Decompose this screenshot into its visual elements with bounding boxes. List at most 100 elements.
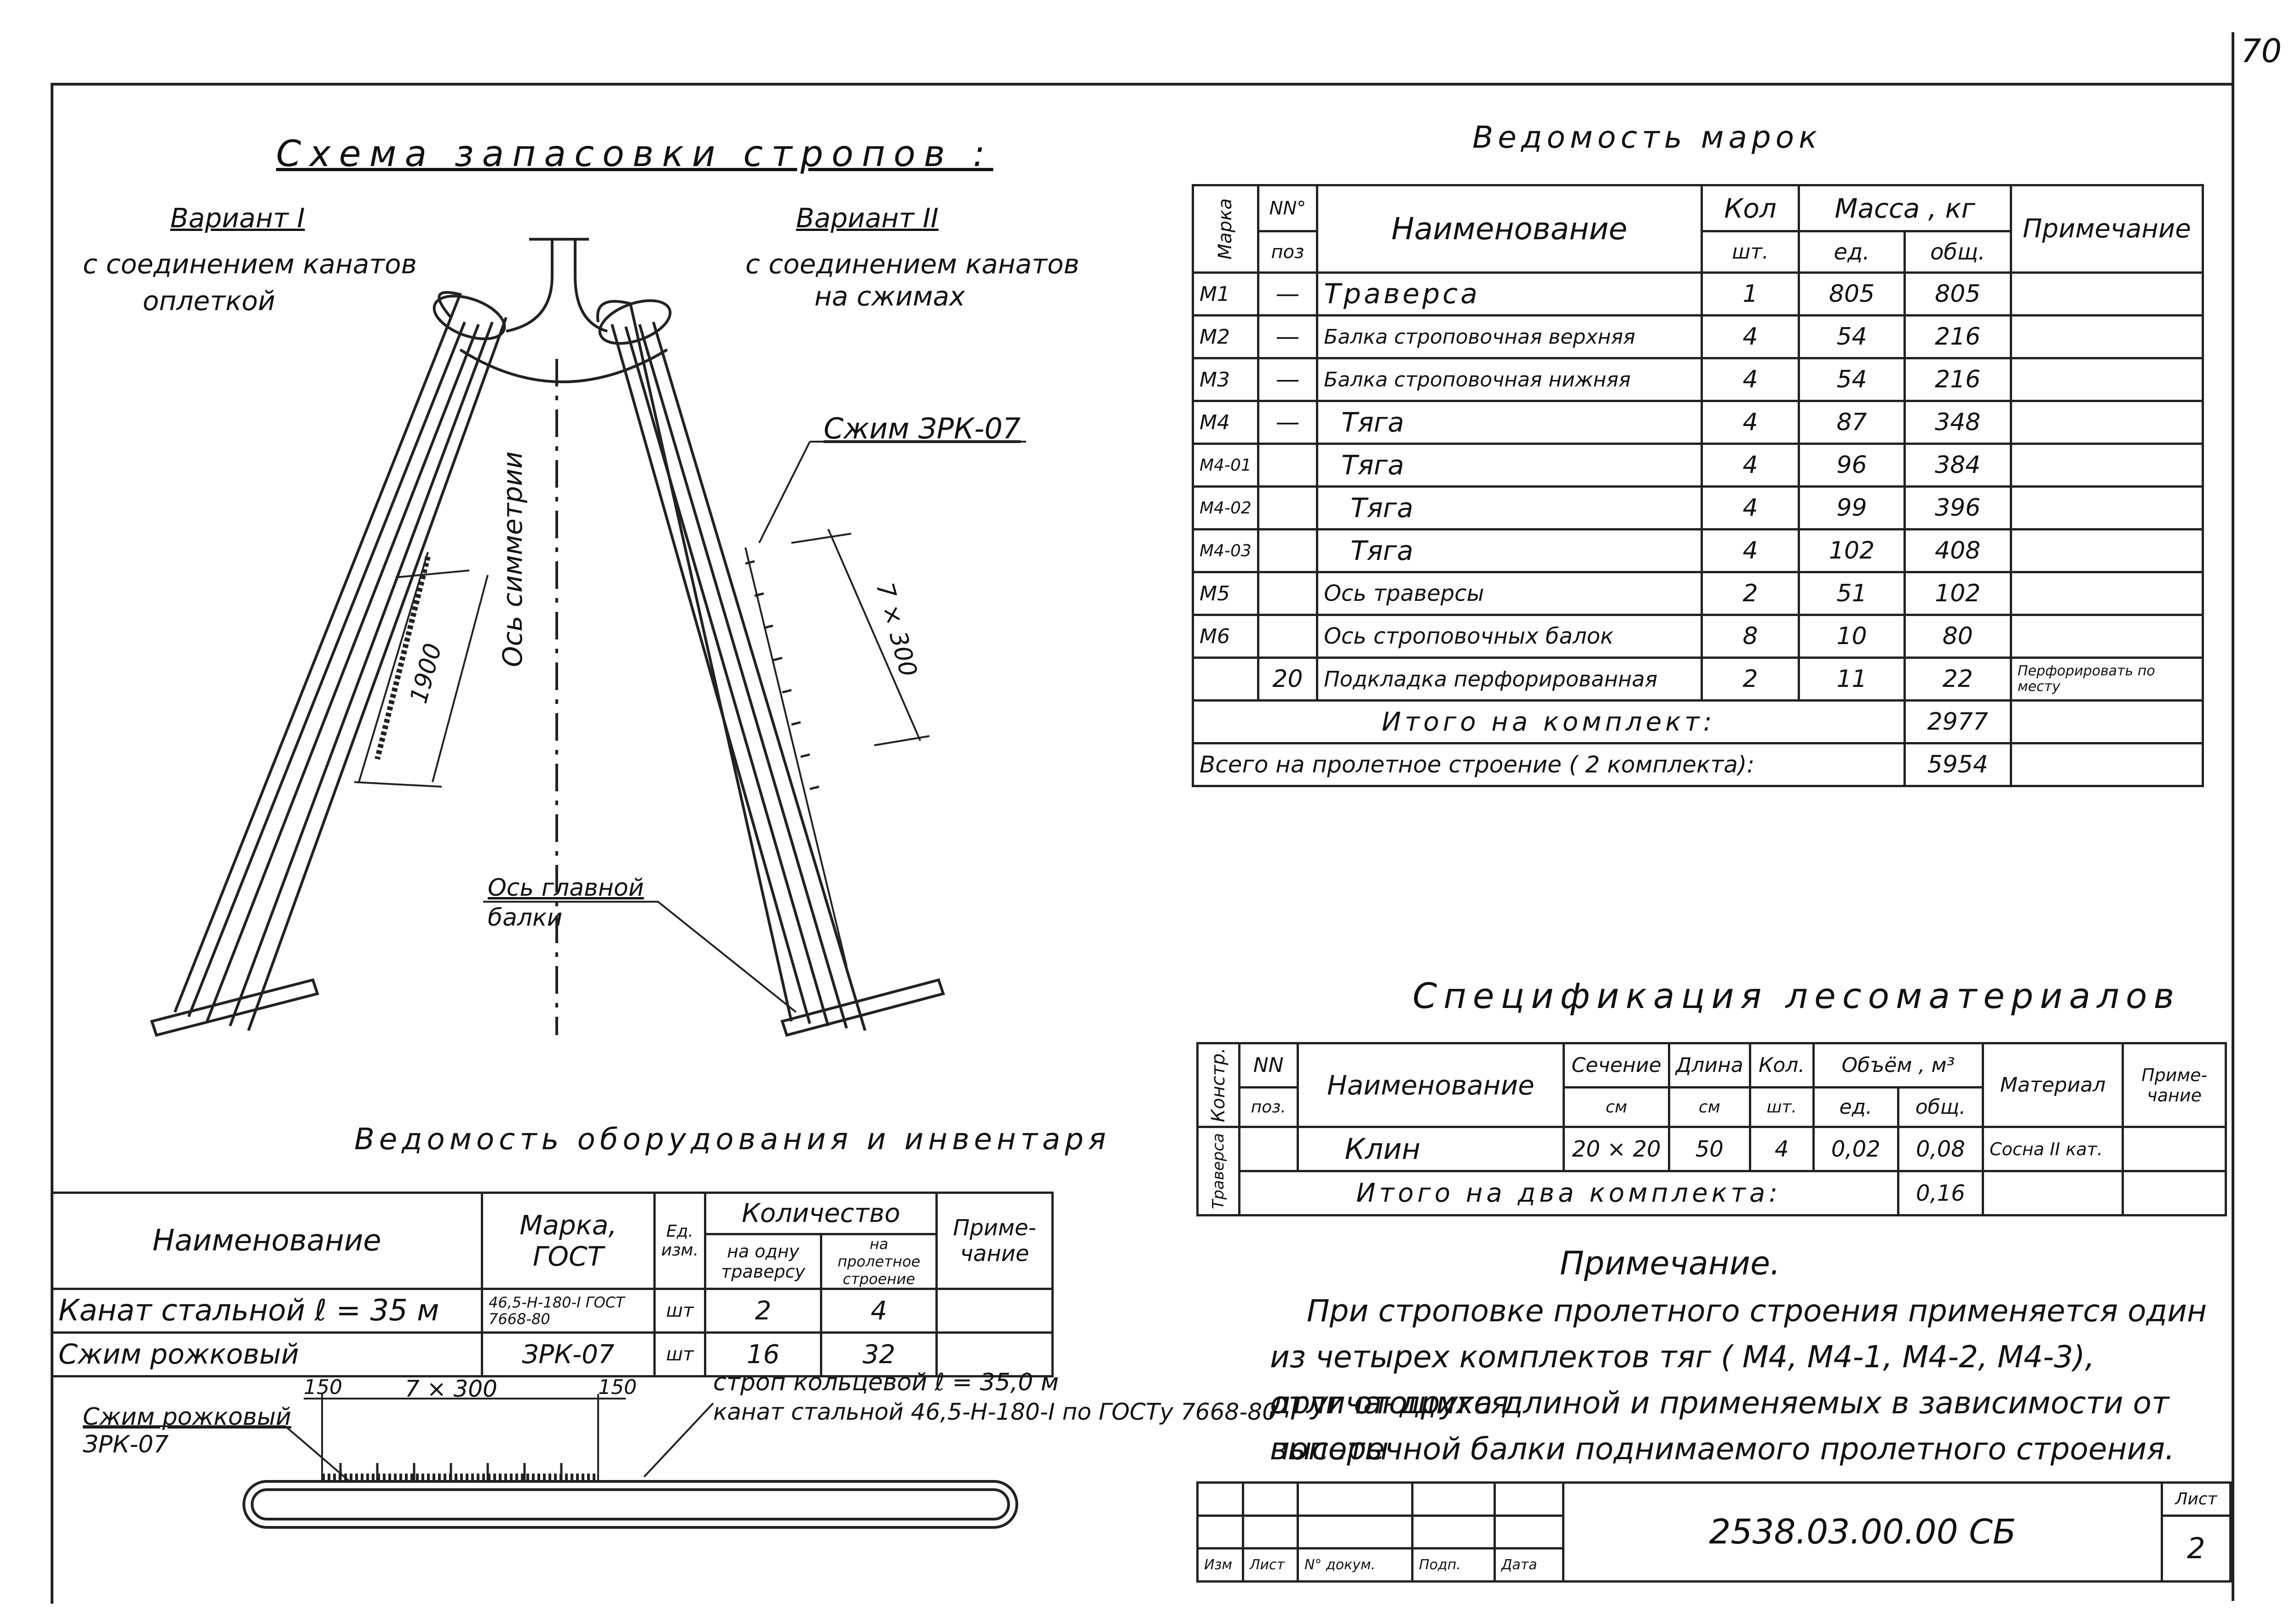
table-row: M4 — Тяга 4 87 348 bbox=[1192, 400, 2204, 445]
name-cell: Балка строповочная нижняя bbox=[1316, 357, 1703, 402]
wood-header-length-unit: см bbox=[1667, 1086, 1751, 1128]
table-row: 20 Подкладка перфорированная 2 11 22 Пер… bbox=[1192, 657, 2204, 702]
mass-unit-cell: 54 bbox=[1798, 357, 1906, 402]
wood-header-material: Материал bbox=[1982, 1042, 2124, 1128]
marks-header-mass-total: общ. bbox=[1903, 230, 2012, 274]
mark-cell: M4-03 bbox=[1192, 528, 1259, 573]
variant1-title: Вариант I bbox=[170, 202, 305, 234]
scheme-title: Схема запасовки стропов : bbox=[276, 133, 993, 175]
qty-cell: 4 bbox=[1700, 528, 1800, 573]
axis-of-symmetry-label: Ось симметрии bbox=[497, 451, 528, 667]
marks-table-title: Ведомость марок bbox=[1472, 120, 1822, 155]
equip-name-cell: Сжим рожковый bbox=[51, 1331, 483, 1377]
name-cell: Траверса bbox=[1316, 271, 1703, 317]
note-cell bbox=[2009, 400, 2204, 445]
variant2-desc-line1: с соединением канатов bbox=[745, 248, 1079, 280]
sheet-label: Лист bbox=[2161, 1481, 2232, 1517]
pos-cell: — bbox=[1257, 314, 1319, 359]
mass-total-cell: 396 bbox=[1903, 485, 2012, 530]
variant1-desc-line1: с соединением канатов bbox=[83, 248, 417, 280]
name-cell: Тяга bbox=[1316, 443, 1703, 488]
equip-header-mark: Марка, ГОСТ bbox=[480, 1192, 656, 1290]
equip-header-qty-one: на одну траверсу bbox=[704, 1233, 822, 1290]
wood-constr-cell: Траверса bbox=[1209, 1133, 1228, 1209]
marks-total-label: Итого на комплект: bbox=[1192, 699, 1906, 744]
mass-total-cell: 805 bbox=[1903, 271, 2012, 317]
wood-header-constr: Констр. bbox=[1207, 1048, 1229, 1123]
equip-header-unit: Ед. изм. bbox=[653, 1192, 707, 1290]
mass-total-cell: 216 bbox=[1903, 357, 2012, 402]
wood-qty-cell: 4 bbox=[1748, 1126, 1815, 1172]
qty-cell: 4 bbox=[1700, 400, 1800, 445]
mark-cell: M4-02 bbox=[1192, 485, 1259, 530]
mass-unit-cell: 11 bbox=[1798, 657, 1906, 702]
qty-cell: 1 bbox=[1700, 271, 1800, 317]
note-title: Примечание. bbox=[1560, 1244, 1781, 1282]
qty-cell: 8 bbox=[1700, 614, 1800, 659]
mark-cell: M5 bbox=[1192, 571, 1259, 616]
note-line3: друг от друга длиной и применяемых в зав… bbox=[1270, 1385, 2169, 1467]
sling-clamp-label-line2: ЗРК-07 bbox=[83, 1431, 169, 1458]
wood-total-label: Итого на два комплекта: bbox=[1238, 1170, 1899, 1216]
marks-header-mass-unit: ед. bbox=[1798, 230, 1906, 274]
mass-total-cell: 384 bbox=[1903, 443, 2012, 488]
table-row: Канат стальной ℓ = 35 м 46,5-Н-180-I ГОС… bbox=[51, 1288, 1054, 1334]
wood-header-pos2: поз. bbox=[1238, 1086, 1299, 1128]
beam-axis-label-line1: Ось главной bbox=[488, 874, 644, 902]
wood-table: Констр. NN Наименование Сечение Длина Ко… bbox=[1196, 1042, 2227, 1216]
marks-header-qty2: шт. bbox=[1700, 230, 1800, 274]
qty-cell: 4 bbox=[1700, 357, 1800, 402]
equip-one-cell: 2 bbox=[704, 1288, 822, 1334]
equip-one-cell: 16 bbox=[704, 1331, 822, 1377]
note-cell bbox=[2009, 614, 2204, 659]
table-row: Сжим рожковый ЗРК-07 шт 16 32 bbox=[51, 1331, 1054, 1377]
note-line4: поперечной балки поднимаемого пролетного… bbox=[1270, 1431, 2175, 1467]
qty-cell: 4 bbox=[1700, 443, 1800, 488]
ring-sling-drawing bbox=[83, 1394, 1018, 1529]
table-row: M1 — Траверса 1 805 805 bbox=[1192, 271, 2204, 317]
wood-header-vol-unit: ед. bbox=[1812, 1086, 1899, 1128]
marks-header-mark: Марка bbox=[1215, 198, 1236, 260]
wood-vol-unit-cell: 0,02 bbox=[1812, 1126, 1899, 1172]
note-cell bbox=[2009, 357, 2204, 402]
wood-header-pos: NN bbox=[1238, 1042, 1299, 1088]
title-block: 2538.03.00.00 СБ Лист 2 Изм Лист N° доку… bbox=[1196, 1481, 2232, 1583]
equip-table: Наименование Марка, ГОСТ Ед. изм. Количе… bbox=[51, 1192, 1054, 1377]
pos-cell bbox=[1257, 443, 1319, 488]
table-row: M3 — Балка строповочная нижняя 4 54 216 bbox=[1192, 357, 2204, 402]
sling-dim-150b: 150 bbox=[598, 1376, 637, 1399]
pos-cell bbox=[1257, 485, 1319, 530]
document-code: 2538.03.00.00 СБ bbox=[1562, 1481, 2163, 1583]
stamp-col-sheet: Лист bbox=[1242, 1547, 1299, 1583]
marks-table: Марка NN° Наименование Кол Масса , кг Пр… bbox=[1192, 184, 2204, 787]
name-cell: Тяга bbox=[1316, 400, 1703, 445]
table-row: M4-01 Тяга 4 96 384 bbox=[1192, 443, 2204, 488]
name-cell: Тяга bbox=[1316, 528, 1703, 573]
note-cell: Перфорировать по месту bbox=[2009, 657, 2204, 702]
equip-unit-cell: шт bbox=[653, 1288, 707, 1334]
equip-header-note: Приме-чание bbox=[935, 1192, 1054, 1290]
wood-vol-total-cell: 0,08 bbox=[1897, 1126, 1984, 1172]
pos-cell: — bbox=[1257, 357, 1319, 402]
mass-unit-cell: 54 bbox=[1798, 314, 1906, 359]
sheet-value: 2 bbox=[2161, 1514, 2232, 1583]
mark-cell: M4 bbox=[1192, 400, 1259, 445]
stamp-col-date: Дата bbox=[1494, 1547, 1564, 1583]
note-line1: При строповке пролетного строения примен… bbox=[1307, 1293, 2207, 1329]
name-cell: Балка строповочная верхняя bbox=[1316, 314, 1703, 359]
table-row: Траверса Клин 20 × 20 50 4 0,02 0,08 Сос… bbox=[1196, 1126, 2227, 1216]
sling-desc-line2: канат стальной 46,5-Н-180-I по ГОСТу 766… bbox=[713, 1399, 1277, 1425]
mark-cell bbox=[1192, 657, 1259, 702]
marks-grand-value: 5954 bbox=[1903, 742, 2012, 787]
wood-header-length: Длина bbox=[1667, 1042, 1751, 1088]
sling-scheme-drawing bbox=[150, 238, 1026, 1037]
clamp-label: Сжим ЗРК-07 bbox=[824, 412, 1021, 445]
marks-header-mass: Масса , кг bbox=[1798, 184, 2012, 232]
table-row: M2 — Балка строповочная верхняя 4 54 216 bbox=[1192, 314, 2204, 359]
frame-right-border bbox=[2232, 32, 2234, 1601]
pos-cell bbox=[1257, 528, 1319, 573]
mass-unit-cell: 805 bbox=[1798, 271, 1906, 317]
marks-header-pos: NN° bbox=[1257, 184, 1319, 232]
mass-unit-cell: 102 bbox=[1798, 528, 1906, 573]
mass-unit-cell: 51 bbox=[1798, 571, 1906, 616]
